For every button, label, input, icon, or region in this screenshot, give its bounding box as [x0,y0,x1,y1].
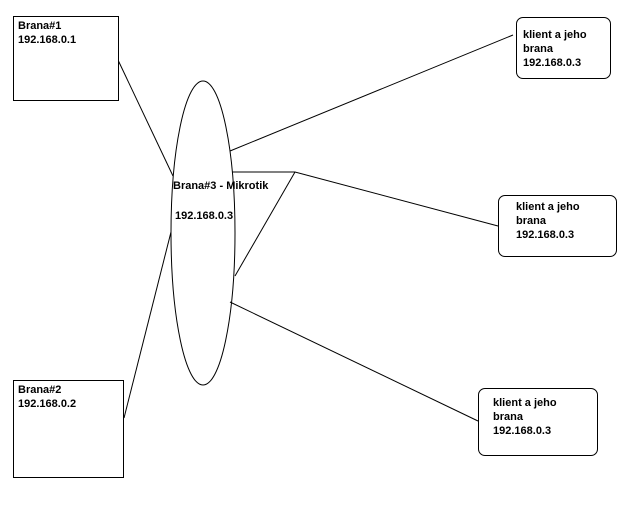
link-router-inner [234,171,296,277]
gateway-1-name: Brana#1 [18,20,62,32]
gateway-2-ip: 192.168.0.2 [18,398,77,410]
client-2-box: klient a jeho brana 192.168.0.3 [498,195,617,257]
router-ip: 192.168.0.3 [175,210,234,222]
client-3-line1: klient a jeho [493,397,557,409]
link-gateway2-router [123,231,172,419]
link-router-client3 [229,301,479,422]
gateway-1-ip: 192.168.0.1 [18,34,77,46]
router-ellipse [170,80,236,386]
router-name: Brana#3 - Mikrotik [173,180,269,192]
client-2-line2: brana [516,215,546,227]
gateway-2-box: Brana#2 192.168.0.2 [13,380,124,478]
client-3-line2: brana [493,411,523,423]
client-1-ip: 192.168.0.3 [523,57,582,69]
link-gateway1-router [117,59,174,177]
client-2-ip: 192.168.0.3 [516,229,575,241]
client-2-line1: klient a jeho [516,201,580,213]
gateway-2-name: Brana#2 [18,384,62,396]
client-1-box: klient a jeho brana 192.168.0.3 [516,17,611,79]
client-3-box: klient a jeho brana 192.168.0.3 [478,388,598,456]
gateway-1-box: Brana#1 192.168.0.1 [13,16,119,101]
client-1-line1: klient a jeho [523,29,587,41]
client-1-line2: brana [523,43,553,55]
link-router-client1 [229,34,514,152]
link-router-client2 [232,171,499,227]
client-3-ip: 192.168.0.3 [493,425,552,437]
